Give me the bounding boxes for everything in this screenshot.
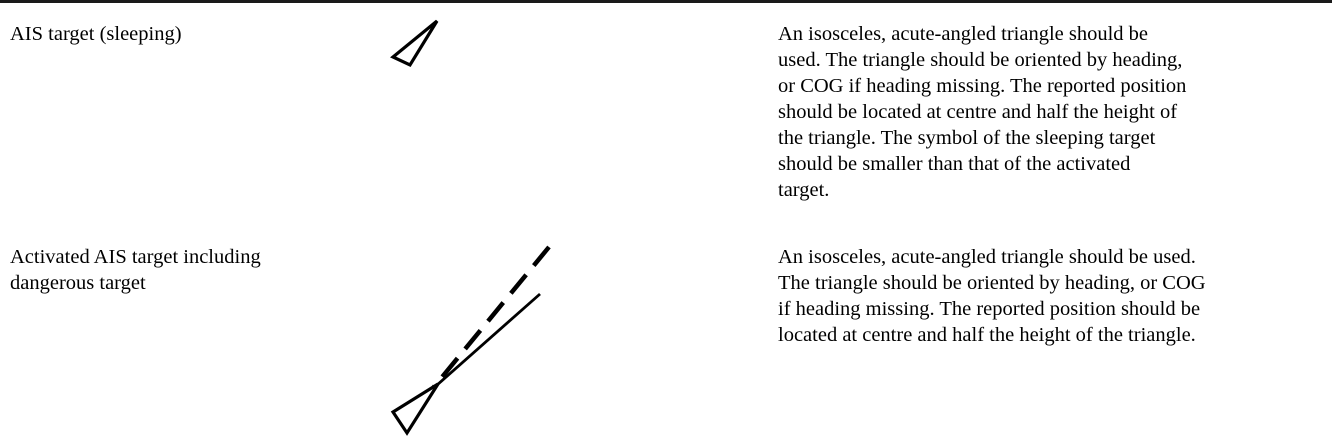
- symbol-term: Activated AIS target including dangerous…: [10, 246, 261, 294]
- sleeping-ais-target-icon: [390, 19, 439, 68]
- table-row: Activated AIS target including dangerous…: [0, 241, 1332, 441]
- activated-ais-target-icon: [390, 245, 551, 436]
- activated-target-triangle: [390, 382, 440, 436]
- table-row: AIS target (sleeping) An isosceles, acut…: [0, 18, 1332, 236]
- table-top-rule: [0, 0, 1332, 3]
- cog-vector-line: [427, 292, 541, 395]
- symbol-description: An isosceles, acute-angled triangle shou…: [778, 246, 1206, 346]
- sleeping-target-triangle: [390, 19, 439, 68]
- symbol-description: An isosceles, acute-angled triangle shou…: [778, 23, 1187, 201]
- symbol-term: AIS target (sleeping): [10, 23, 182, 45]
